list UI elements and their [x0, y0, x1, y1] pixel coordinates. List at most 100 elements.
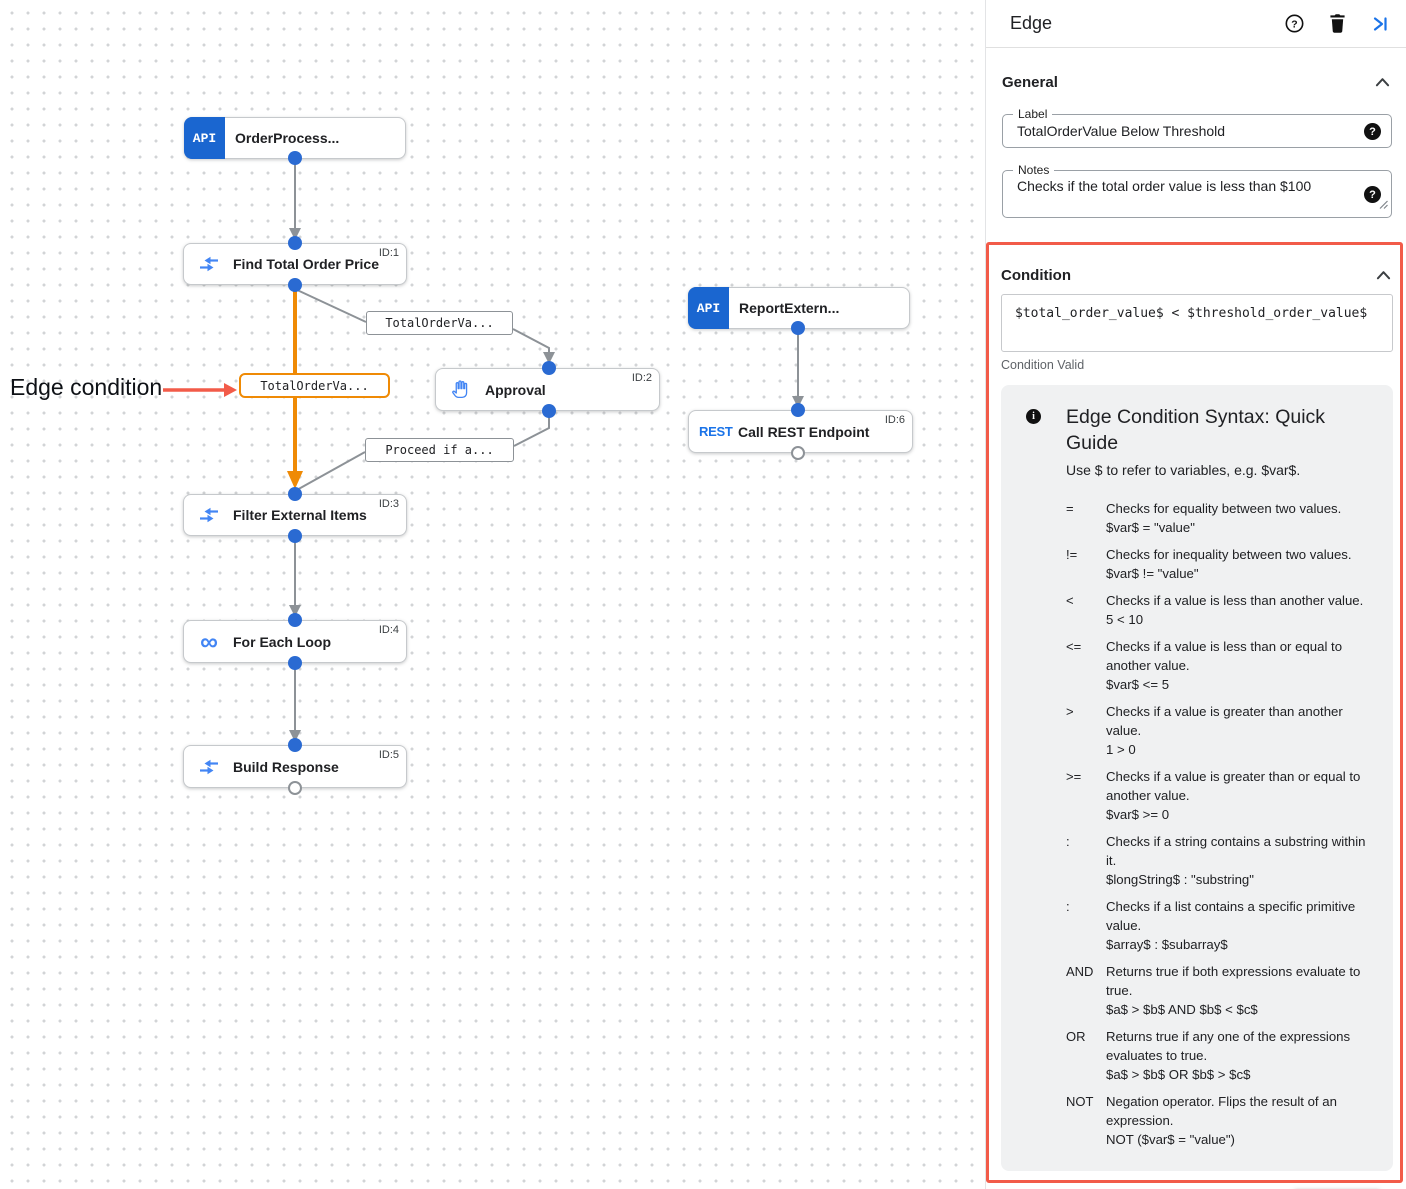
port-out[interactable]: [288, 151, 302, 165]
guide-row: != Checks for inequality between two val…: [1066, 545, 1379, 583]
condition-highlight-box: Condition $total_order_value$ < $thresho…: [986, 242, 1403, 1183]
node-id: ID:2: [631, 372, 652, 384]
notes-field[interactable]: Notes Checks if the total order value is…: [1002, 163, 1392, 218]
guide-description: Negation operator. Flips the result of a…: [1106, 1092, 1379, 1149]
condition-syntax-guide: i Edge Condition Syntax: Quick Guide Use…: [1001, 385, 1393, 1171]
chevron-up-icon[interactable]: [1372, 72, 1392, 92]
guide-operator: >=: [1066, 769, 1082, 784]
guide-description: Returns true if any one of the expressio…: [1106, 1027, 1379, 1084]
edge-label-totalordervalue-to-approval[interactable]: TotalOrderVa...: [366, 311, 513, 335]
guide-row: AND Returns true if both expressions eva…: [1066, 962, 1379, 1019]
rest-icon: REST: [699, 424, 733, 439]
port-in[interactable]: [288, 487, 302, 501]
guide-row: : Checks if a list contains a specific p…: [1066, 897, 1379, 954]
guide-example: 1 > 0: [1106, 742, 1136, 757]
port-out[interactable]: [791, 321, 805, 335]
node-label: Call REST Endpoint: [738, 423, 870, 440]
svg-text:?: ?: [1291, 19, 1297, 30]
condition-input[interactable]: $total_order_value$ < $threshold_order_v…: [1001, 294, 1393, 352]
panel-title: Edge: [1010, 13, 1053, 33]
data-mapping-icon: [197, 503, 221, 527]
panel-header: Edge ?: [986, 0, 1406, 48]
guide-operator: <=: [1066, 639, 1082, 654]
port-in[interactable]: [288, 613, 302, 627]
guide-description: Checks if a string contains a substring …: [1106, 832, 1379, 889]
guide-description: Checks if a value is less than another v…: [1106, 591, 1379, 629]
node-call-rest-endpoint[interactable]: REST Call REST Endpoint ID:6: [688, 410, 913, 453]
node-approval[interactable]: Approval ID:2: [435, 368, 660, 411]
node-label: OrderProcess...: [235, 130, 340, 146]
edge-label-proceed-if[interactable]: Proceed if a...: [365, 438, 514, 462]
guide-operator: =: [1066, 501, 1074, 516]
guide-example: 5 < 10: [1106, 612, 1144, 627]
guide-example: $array$ : $subarray$: [1106, 937, 1228, 952]
port-out[interactable]: [542, 404, 556, 418]
api-trigger-badge: API: [688, 287, 729, 329]
port-out-open[interactable]: [791, 446, 805, 460]
guide-operator: NOT: [1066, 1094, 1094, 1109]
guide-row: < Checks if a value is less than another…: [1066, 591, 1379, 629]
node-label: Find Total Order Price: [233, 256, 379, 272]
guide-row: > Checks if a value is greater than anot…: [1066, 702, 1379, 759]
condition-section-header[interactable]: Condition: [1001, 265, 1393, 285]
node-build-response[interactable]: Build Response ID:5: [183, 745, 407, 788]
delete-icon[interactable]: [1327, 14, 1347, 34]
workflow-edges: [163, 158, 804, 742]
guide-subtitle: Use $ to refer to variables, e.g. $var$.: [1066, 462, 1301, 478]
notes-field-value[interactable]: Checks if the total order value is less …: [1017, 178, 1312, 194]
label-field[interactable]: Label TotalOrderValue Below Threshold ?: [1002, 107, 1392, 148]
collapse-panel-icon[interactable]: [1370, 14, 1390, 34]
help-icon[interactable]: ?: [1284, 14, 1304, 34]
node-label: Approval: [485, 381, 546, 398]
guide-row: OR Returns true if any one of the expres…: [1066, 1027, 1379, 1084]
info-icon: i: [1026, 409, 1041, 424]
resize-handle-icon[interactable]: [1379, 196, 1388, 214]
guide-example: $a$ > $b$ OR $b$ > $c$: [1106, 1067, 1251, 1082]
guide-operator: >: [1066, 704, 1074, 719]
guide-example: NOT ($var$ = "value"): [1106, 1132, 1235, 1147]
guide-example: $var$ != "value": [1106, 566, 1199, 581]
guide-row: <= Checks if a value is less than or equ…: [1066, 637, 1379, 694]
node-label: Filter External Items: [233, 507, 367, 523]
port-in[interactable]: [288, 236, 302, 250]
help-filled-icon[interactable]: ?: [1364, 186, 1381, 203]
guide-description: Returns true if both expressions evaluat…: [1106, 962, 1379, 1019]
guide-example: $var$ >= 0: [1106, 807, 1170, 822]
notes-field-caption: Notes: [1013, 163, 1055, 177]
guide-description: Checks if a value is greater than or equ…: [1106, 767, 1379, 824]
general-section-header[interactable]: General: [1002, 72, 1392, 92]
chevron-up-icon[interactable]: [1373, 265, 1393, 285]
guide-operator-list: = Checks for equality between two values…: [1066, 499, 1379, 1149]
edge-condition-annotation: Edge condition: [10, 374, 163, 400]
guide-title: Edge Condition Syntax: Quick Guide: [1066, 406, 1326, 454]
guide-row: >= Checks if a value is greater than or …: [1066, 767, 1379, 824]
loop-infinity-icon: ∞: [200, 627, 218, 656]
approval-hand-icon: [449, 378, 473, 402]
port-out[interactable]: [288, 656, 302, 670]
port-in[interactable]: [791, 403, 805, 417]
help-filled-icon[interactable]: ?: [1364, 123, 1381, 140]
port-out-open[interactable]: [288, 781, 302, 795]
api-trigger-badge: API: [184, 117, 225, 159]
node-id: ID:6: [884, 414, 905, 426]
node-label: ReportExtern...: [739, 300, 840, 316]
label-field-value[interactable]: TotalOrderValue Below Threshold: [1017, 123, 1226, 139]
guide-operator: :: [1066, 834, 1070, 849]
general-section-title: General: [1002, 73, 1058, 91]
guide-row: NOT Negation operator. Flips the result …: [1066, 1092, 1379, 1149]
node-label: Build Response: [233, 758, 339, 775]
workflow-canvas[interactable]: Edge condition TotalOrderVa... TotalOrde…: [0, 0, 986, 1189]
guide-operator: OR: [1066, 1029, 1086, 1044]
guide-operator: !=: [1066, 547, 1078, 562]
guide-description: Checks for equality between two values.$…: [1106, 499, 1379, 537]
node-id: ID:5: [378, 749, 399, 761]
port-out[interactable]: [288, 529, 302, 543]
edge-label-totalordervalue-selected[interactable]: TotalOrderVa...: [239, 373, 390, 398]
port-in[interactable]: [542, 361, 556, 375]
port-in[interactable]: [288, 738, 302, 752]
node-id: ID:3: [378, 498, 399, 510]
data-mapping-icon: [197, 755, 221, 779]
condition-section-title: Condition: [1001, 266, 1071, 284]
edge-properties-panel: Edge ? General: [986, 0, 1406, 1189]
port-out[interactable]: [288, 278, 302, 292]
